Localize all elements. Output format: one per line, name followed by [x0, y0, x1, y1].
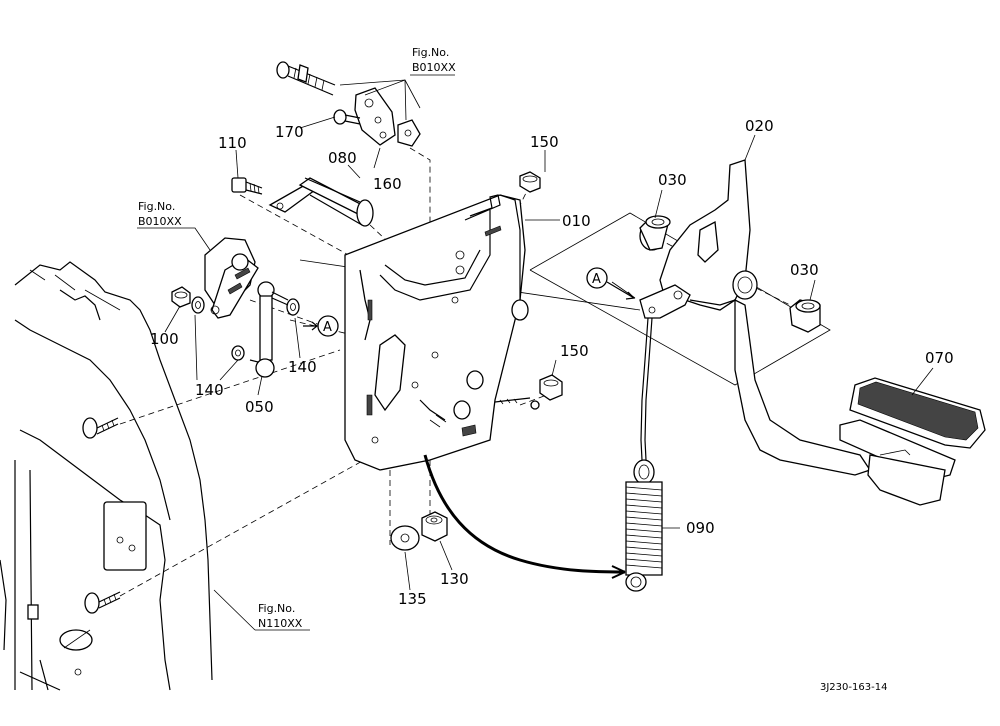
- marker-a-right: A: [586, 267, 636, 300]
- rod-050: [249, 281, 289, 378]
- callout-020: 020: [745, 117, 774, 135]
- callout-170: 170: [275, 123, 304, 141]
- svg-text:A: A: [592, 272, 601, 287]
- figure-reference-left: Fig.No. B010XX: [138, 200, 182, 228]
- callout-labels: 010 020 030 030 050 070 080 090 100 110 …: [150, 117, 954, 608]
- callout-030-upper: 030: [658, 171, 687, 189]
- frame-bolt-lower: [84, 591, 121, 614]
- frame-bolt-upper: [82, 417, 119, 439]
- washer-140-right: [286, 298, 300, 316]
- callout-140-left: 140: [195, 381, 224, 399]
- frame-panel: [0, 261, 213, 691]
- callout-070: 070: [925, 349, 954, 367]
- callout-100: 100: [150, 330, 179, 348]
- fig-ref-top-code: B010XX: [412, 61, 456, 74]
- callout-150-middle: 150: [560, 342, 589, 360]
- fig-ref-bottom-code: N110XX: [258, 617, 303, 630]
- callout-130: 130: [440, 570, 469, 588]
- callout-080: 080: [328, 149, 357, 167]
- fig-ref-left-code: B010XX: [138, 215, 182, 228]
- callout-135: 135: [398, 590, 427, 608]
- nut-150-middle: [539, 374, 563, 401]
- bolt-110: [231, 177, 263, 195]
- fig-ref-left-label: Fig.No.: [138, 200, 175, 213]
- drawing-code: 3J230-163-14: [820, 682, 887, 693]
- nut-150-top: [519, 171, 541, 193]
- callout-030-lower: 030: [790, 261, 819, 279]
- washer-140-left: [191, 296, 205, 314]
- callout-150-top: 150: [530, 133, 559, 151]
- bushing-030-lower: [789, 299, 821, 333]
- pin-080: [268, 177, 374, 227]
- callout-160: 160: [373, 175, 402, 193]
- top-linkage-bolt: [276, 61, 336, 96]
- nut-100: [171, 286, 191, 308]
- callout-110: 110: [218, 134, 247, 152]
- svg-text:A: A: [323, 320, 332, 335]
- spring-090: [625, 317, 663, 592]
- linkage-assembly-left: [204, 237, 259, 319]
- cable-path: [423, 454, 626, 579]
- leader-lines: [137, 74, 934, 631]
- washer-140-lower: [231, 345, 245, 361]
- pedal-pad-070: [839, 377, 986, 506]
- bushing-030-upper: [639, 215, 671, 251]
- fig-ref-top-label: Fig.No.: [412, 46, 449, 59]
- nut-130: [421, 511, 448, 542]
- pedal-020: [639, 159, 872, 476]
- figure-reference-top: Fig.No. B010XX: [412, 46, 456, 74]
- bracket-010: [344, 194, 529, 471]
- fig-ref-bottom-label: Fig.No.: [258, 602, 295, 615]
- washer-135: [390, 525, 420, 551]
- plate-160: [354, 87, 421, 147]
- figure-reference-bottom: Fig.No. N110XX: [258, 602, 303, 630]
- callout-010: 010: [562, 212, 591, 230]
- callout-090: 090: [686, 519, 715, 537]
- marker-a-left: A: [303, 315, 339, 337]
- callout-140-right: 140: [288, 358, 317, 376]
- screw-bracket: [494, 397, 540, 410]
- callout-050: 050: [245, 398, 274, 416]
